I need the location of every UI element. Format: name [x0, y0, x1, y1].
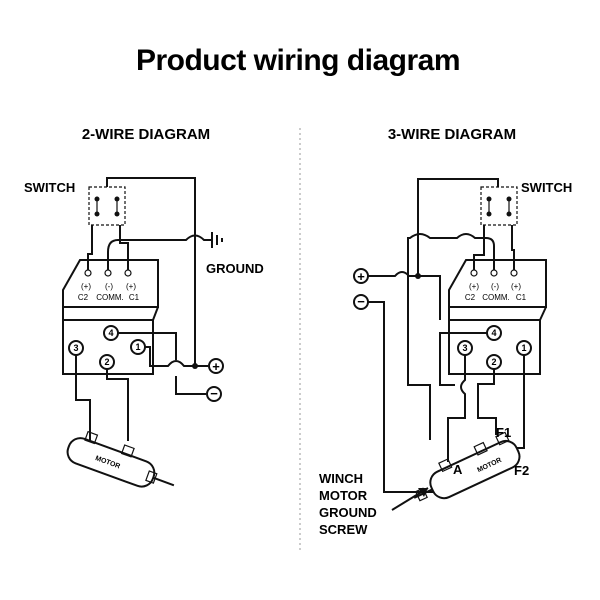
three-wire-negative-symbol: −	[357, 294, 365, 309]
three-wire-terminal-name-c2: C2	[465, 293, 476, 302]
three-wire-motor: MOTOR	[413, 431, 521, 502]
two-wire-switch-housing	[88, 186, 126, 226]
two-wire-negative-symbol: −	[210, 386, 218, 401]
three-wire-a-label: A	[453, 462, 463, 477]
three-wire-switch-label: SWITCH	[521, 180, 572, 195]
three-wire-positive-symbol: +	[357, 269, 365, 284]
ground-screw-line-3: GROUND	[319, 505, 377, 520]
three-wire-solenoid-top	[448, 259, 547, 308]
ground-screw-line-4: SCREW	[319, 522, 368, 537]
three-wire-post-2-label: 2	[491, 357, 496, 367]
two-wire-heading: 2-WIRE DIAGRAM	[82, 126, 210, 143]
three-wire-positive-terminal	[353, 268, 369, 284]
ground-screw-line-2: MOTOR	[319, 488, 368, 503]
three-wire-terminal-name-c1: C1	[516, 293, 527, 302]
two-wire-positive-terminal	[208, 358, 224, 374]
three-wire-f1-label: F1	[496, 425, 511, 440]
three-wire-terminal-name-comm: COMM.	[482, 293, 510, 302]
two-wire-terminal-sign-c1: (+)	[126, 282, 136, 291]
two-wire-terminal-sign-c2: (+)	[81, 282, 91, 291]
two-wire-terminal-sign-comm: (-)	[105, 282, 113, 291]
two-wire-post-2-label: 2	[104, 357, 109, 367]
three-wire-terminal-sign-c1: (+)	[511, 282, 521, 291]
three-wire-diagram: 3-WIRE DIAGRAM SWITCH (+) (-) (+) C2 COM…	[319, 126, 572, 537]
three-wire-post-1-label: 1	[521, 343, 526, 353]
two-wire-terminal-name-c1: C1	[129, 293, 140, 302]
three-wire-switch-contacts	[486, 196, 512, 217]
two-wire-wiring	[75, 177, 223, 441]
three-wire-f2-label: F2	[514, 463, 529, 478]
three-wire-post-4-label: 4	[491, 328, 496, 338]
two-wire-post-1-label: 1	[135, 342, 140, 352]
two-wire-switch-contacts	[94, 196, 120, 217]
three-wire-heading: 3-WIRE DIAGRAM	[388, 126, 516, 143]
two-wire-diagram: 2-WIRE DIAGRAM SWITCH GROUND (+) (-) (+)…	[24, 126, 264, 488]
three-wire-post-3-label: 3	[462, 343, 467, 353]
two-wire-solenoid-top	[62, 259, 159, 308]
two-wire-terminal-name-c2: C2	[78, 293, 89, 302]
page-title: Product wiring diagram	[136, 44, 460, 77]
two-wire-post-3-label: 3	[73, 343, 78, 353]
two-wire-ground-label: GROUND	[206, 261, 264, 276]
two-wire-post-4-label: 4	[108, 328, 113, 338]
two-wire-negative-terminal	[206, 386, 222, 402]
three-wire-switch-housing	[480, 186, 518, 226]
three-wire-terminal-sign-c2: (+)	[469, 282, 479, 291]
two-wire-motor: MOTOR	[66, 430, 175, 488]
two-wire-positive-symbol: +	[212, 359, 220, 374]
two-wire-terminal-name-comm: COMM.	[96, 293, 124, 302]
ground-screw-line-1: WINCH	[319, 471, 363, 486]
three-wire-negative-terminal	[353, 294, 369, 310]
three-wire-terminal-sign-comm: (-)	[491, 282, 499, 291]
two-wire-switch-label: SWITCH	[24, 180, 75, 195]
